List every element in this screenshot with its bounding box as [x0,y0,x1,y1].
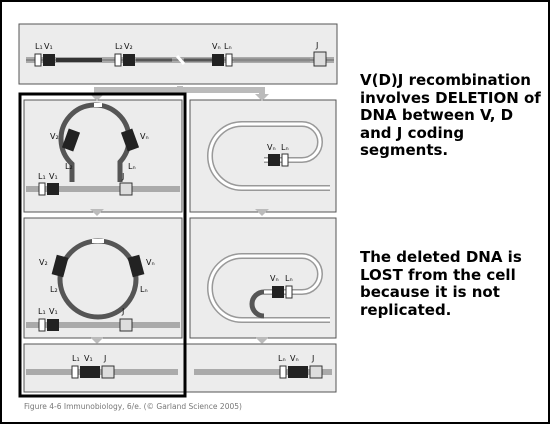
svg-text:V₁: V₁ [49,172,58,181]
label-j: J [315,41,318,50]
svg-text:Vₙ: Vₙ [267,143,276,152]
svg-text:Vₙ: Vₙ [290,354,299,363]
gene-v2 [123,54,135,66]
gene-v1 [43,54,55,66]
text-deletion: V(D)J recombination involves DELETION of… [360,72,546,160]
panel-germline [19,24,337,84]
svg-text:V₁: V₁ [49,307,58,316]
svg-text:Lₙ: Lₙ [278,354,286,363]
svg-text:L₁: L₁ [72,354,80,363]
gene-l1 [35,54,41,66]
svg-text:Lₙ: Lₙ [128,162,136,171]
label-l1: L₁ [35,42,43,51]
svg-text:J: J [121,172,124,181]
svg-text:Lₙ: Lₙ [285,274,293,283]
text-lost: The deleted DNA is LOST from the cell be… [360,249,546,319]
label-v1: V₁ [44,42,53,51]
panel-loop-left [24,100,182,212]
svg-text:Lₙ: Lₙ [281,143,289,152]
svg-text:J: J [311,354,314,363]
svg-text:L₂: L₂ [65,162,73,171]
svg-text:Vₙ: Vₙ [270,274,279,283]
svg-text:Vₙ: Vₙ [140,132,149,141]
svg-text:L₁: L₁ [38,307,46,316]
label-l2: L₂ [115,42,123,51]
svg-text:L₂: L₂ [50,285,58,294]
svg-text:V₂: V₂ [39,258,48,267]
gene-ln [226,54,232,66]
figure-caption: Figure 4-6 Immunobiology, 6/e. (© Garlan… [24,402,242,411]
svg-text:V₂: V₂ [50,132,59,141]
gene-j [314,52,326,66]
svg-text:J: J [121,307,124,316]
svg-text:J: J [103,354,106,363]
svg-text:V₁: V₁ [84,354,93,363]
gene-l2 [115,54,121,66]
gene-vn [212,54,224,66]
label-vn: Vₙ [212,42,221,51]
label-v2: V₂ [124,42,133,51]
label-ln: Lₙ [224,42,232,51]
svg-text:Vₙ: Vₙ [146,258,155,267]
svg-text:Lₙ: Lₙ [140,285,148,294]
svg-text:L₁: L₁ [38,172,46,181]
